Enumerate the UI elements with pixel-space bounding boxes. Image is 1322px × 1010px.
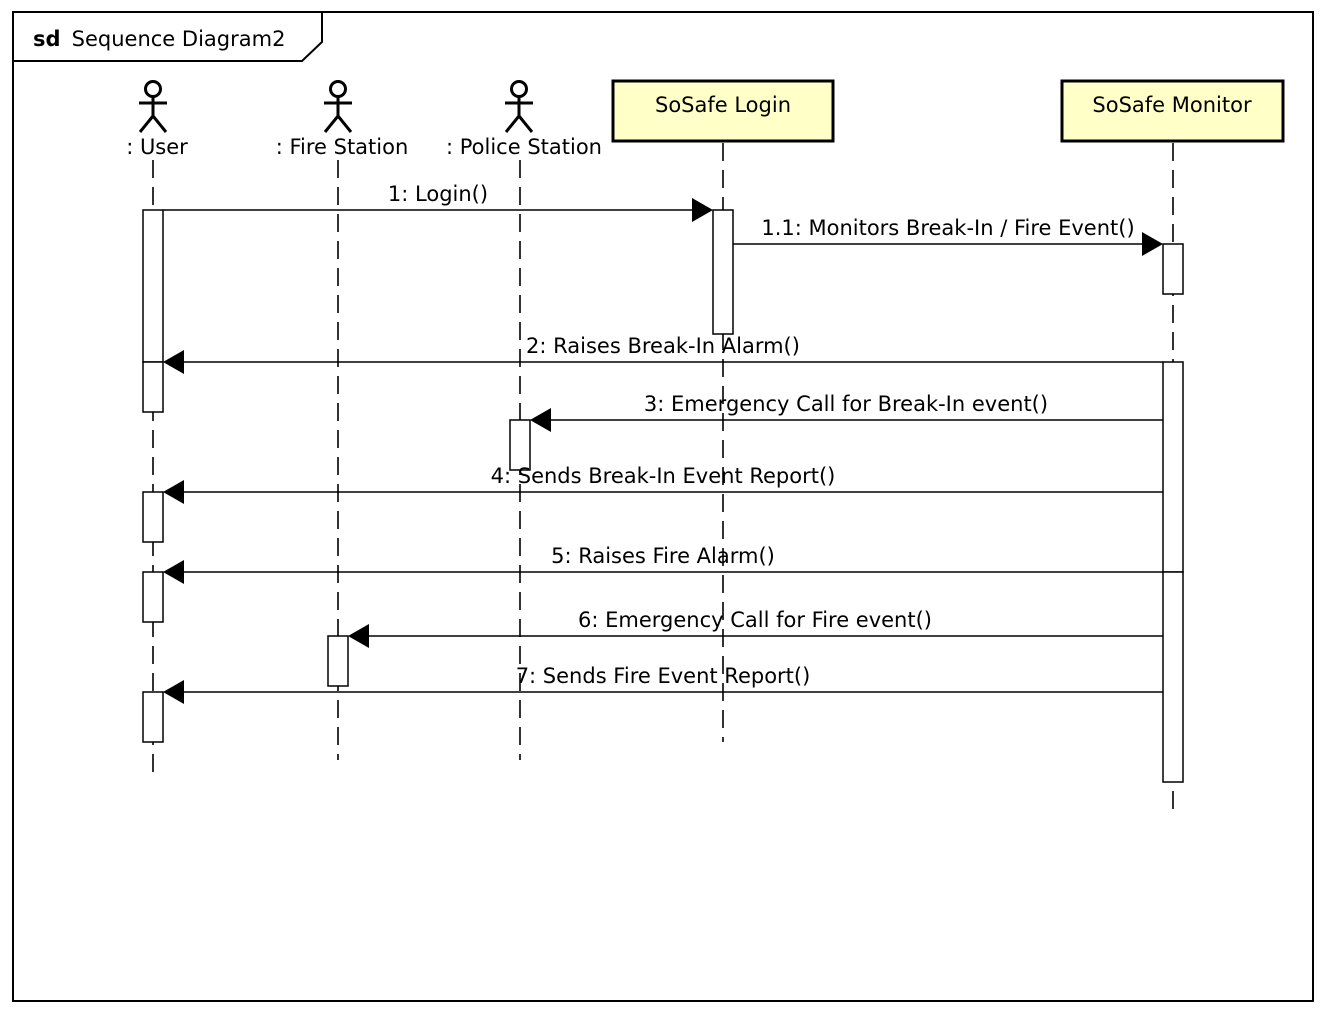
message-raises-break-in-alarm-label: 2: Raises Break-In Alarm()	[526, 334, 800, 358]
message-emergency-call-fire-label: 6: Emergency Call for Fire event()	[578, 608, 932, 632]
activation-sosafe-login	[712, 209, 734, 335]
message-login-arrowhead	[692, 198, 713, 222]
message-emergency-call-break-in-label: 3: Emergency Call for Break-In event()	[644, 392, 1048, 416]
object-sosafe-login-box	[611, 79, 835, 143]
object-sosafe-login-label: SoSafe Login	[655, 93, 791, 117]
actor-police-station-label: : Police Station	[446, 135, 602, 159]
actor-user: : User	[126, 80, 188, 159]
activation-user-1	[142, 209, 164, 363]
message-sends-fire-report-arrowhead	[163, 680, 184, 704]
frame-label: sd Sequence Diagram2	[33, 27, 285, 51]
message-emergency-call-break-in-arrowhead	[530, 408, 551, 432]
activation-sosafe-monitor-2	[1162, 361, 1184, 573]
activation-police-station	[509, 419, 531, 471]
message-sends-fire-report-label: 7: Sends Fire Event Report()	[516, 664, 811, 688]
activation-user-3	[142, 491, 164, 543]
actor-user-label: : User	[126, 135, 188, 159]
activation-user-4	[142, 571, 164, 623]
actor-fire-station-label: : Fire Station	[276, 135, 409, 159]
object-sosafe-monitor-label: SoSafe Monitor	[1092, 93, 1252, 117]
actor-fire-station: : Fire Station	[276, 80, 409, 159]
message-raises-fire-alarm: 5: Raises Fire Alarm()	[163, 544, 1163, 584]
actor-fire-station-head	[329, 80, 347, 98]
frame-keyword: sd	[33, 27, 61, 51]
message-monitors-event-arrowhead	[1142, 232, 1163, 256]
message-login-label: 1: Login()	[388, 182, 488, 206]
actor-user-leg-left	[138, 115, 155, 133]
message-sends-fire-report: 7: Sends Fire Event Report()	[163, 664, 1163, 704]
object-sosafe-monitor: SoSafe Monitor	[1060, 79, 1285, 143]
actor-police-station-head	[510, 80, 528, 98]
actor-user-leg-right	[151, 115, 168, 133]
message-emergency-call-fire: 6: Emergency Call for Fire event()	[348, 608, 1163, 648]
activation-fire-station	[327, 635, 349, 687]
message-raises-fire-alarm-arrowhead	[163, 560, 184, 584]
message-raises-break-in-alarm-arrowhead	[163, 350, 184, 374]
activation-user-2	[142, 361, 164, 413]
diagram-frame	[12, 11, 1314, 1002]
actor-police-station: : Police Station	[446, 80, 602, 159]
object-sosafe-monitor-box	[1060, 79, 1285, 143]
object-sosafe-login: SoSafe Login	[611, 79, 835, 143]
message-sends-break-in-report-label: 4: Sends Break-In Event Report()	[491, 464, 836, 488]
frame-tab	[12, 11, 323, 62]
activation-sosafe-monitor-1	[1162, 243, 1184, 295]
actor-fire-station-leg-left	[323, 115, 340, 133]
message-emergency-call-break-in: 3: Emergency Call for Break-In event()	[530, 392, 1163, 432]
actor-fire-station-leg-right	[336, 115, 353, 133]
message-raises-fire-alarm-label: 5: Raises Fire Alarm()	[551, 544, 775, 568]
message-emergency-call-fire-arrowhead	[348, 624, 369, 648]
actor-police-station-leg-left	[504, 115, 521, 133]
activation-sosafe-monitor-3	[1162, 571, 1184, 783]
message-login: 1: Login()	[163, 182, 713, 222]
message-monitors-event-label: 1.1: Monitors Break-In / Fire Event()	[761, 216, 1134, 240]
activation-user-5	[142, 691, 164, 743]
actor-police-station-leg-right	[517, 115, 534, 133]
message-monitors-event: 1.1: Monitors Break-In / Fire Event()	[733, 216, 1163, 256]
message-sends-break-in-report-arrowhead	[163, 480, 184, 504]
message-raises-break-in-alarm: 2: Raises Break-In Alarm()	[163, 334, 1163, 374]
message-sends-break-in-report: 4: Sends Break-In Event Report()	[163, 464, 1163, 504]
actor-user-head	[144, 80, 162, 98]
frame-name: Sequence Diagram2	[72, 27, 286, 51]
